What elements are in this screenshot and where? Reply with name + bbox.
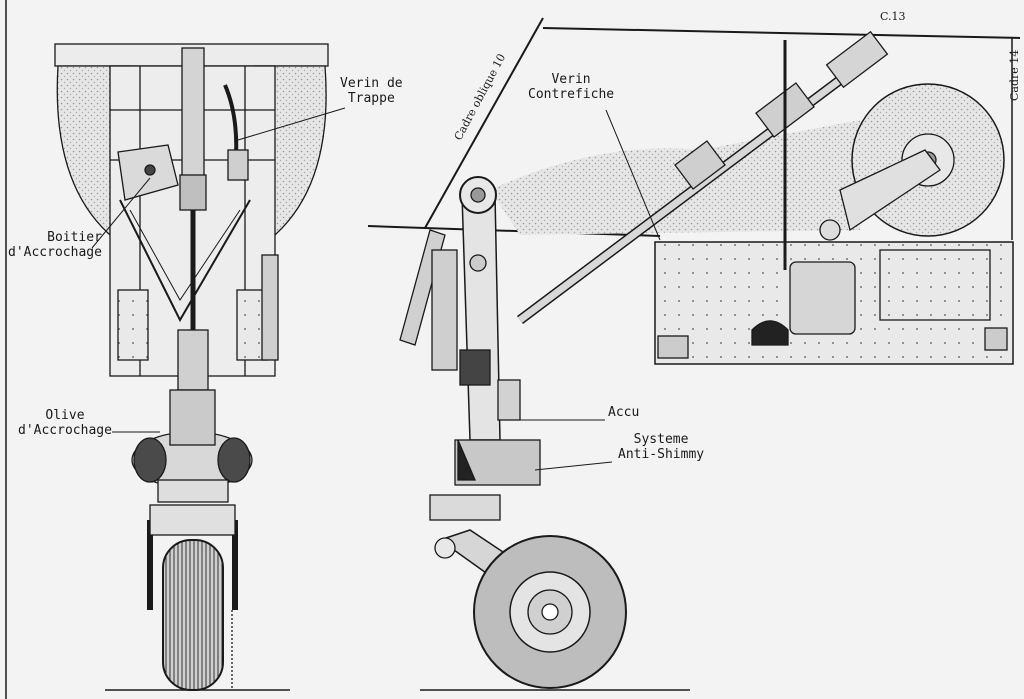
label-verin-contrefiche: Verin Contrefiche — [528, 72, 615, 102]
front-fork — [149, 504, 236, 536]
front-actuator — [181, 47, 205, 179]
upper-skin-line — [542, 27, 1021, 39]
label-olive-accrochage: Olive d'Accrochage — [18, 408, 112, 438]
front-oleo — [177, 329, 209, 391]
main-strut — [461, 194, 501, 441]
accu-part — [497, 379, 521, 421]
lower-skin-line — [367, 225, 661, 237]
retracted-leg — [839, 149, 941, 232]
front-left-panel — [117, 289, 149, 361]
front-door-edge — [261, 254, 279, 361]
label-cadre-14: Cadre 14 — [1008, 49, 1021, 101]
front-wheel — [162, 539, 224, 691]
cadre-oblique-line — [424, 17, 544, 229]
strut-placard — [459, 349, 491, 386]
front-view — [54, 43, 329, 691]
verin-contrefiche-part — [674, 140, 726, 190]
leader-lines — [91, 107, 661, 471]
label-boitier-accrochage: Boitier d'Accrochage — [8, 230, 102, 260]
label-systeme-anti-shimmy: Systeme Anti-Shimmy — [618, 432, 705, 462]
label-verin-de-trappe: Verin de Trappe — [340, 76, 403, 106]
label-c13: C.13 — [880, 10, 906, 23]
side-view — [367, 17, 1021, 691]
fuselage-structure — [490, 120, 860, 235]
label-accu: Accu — [608, 405, 640, 420]
